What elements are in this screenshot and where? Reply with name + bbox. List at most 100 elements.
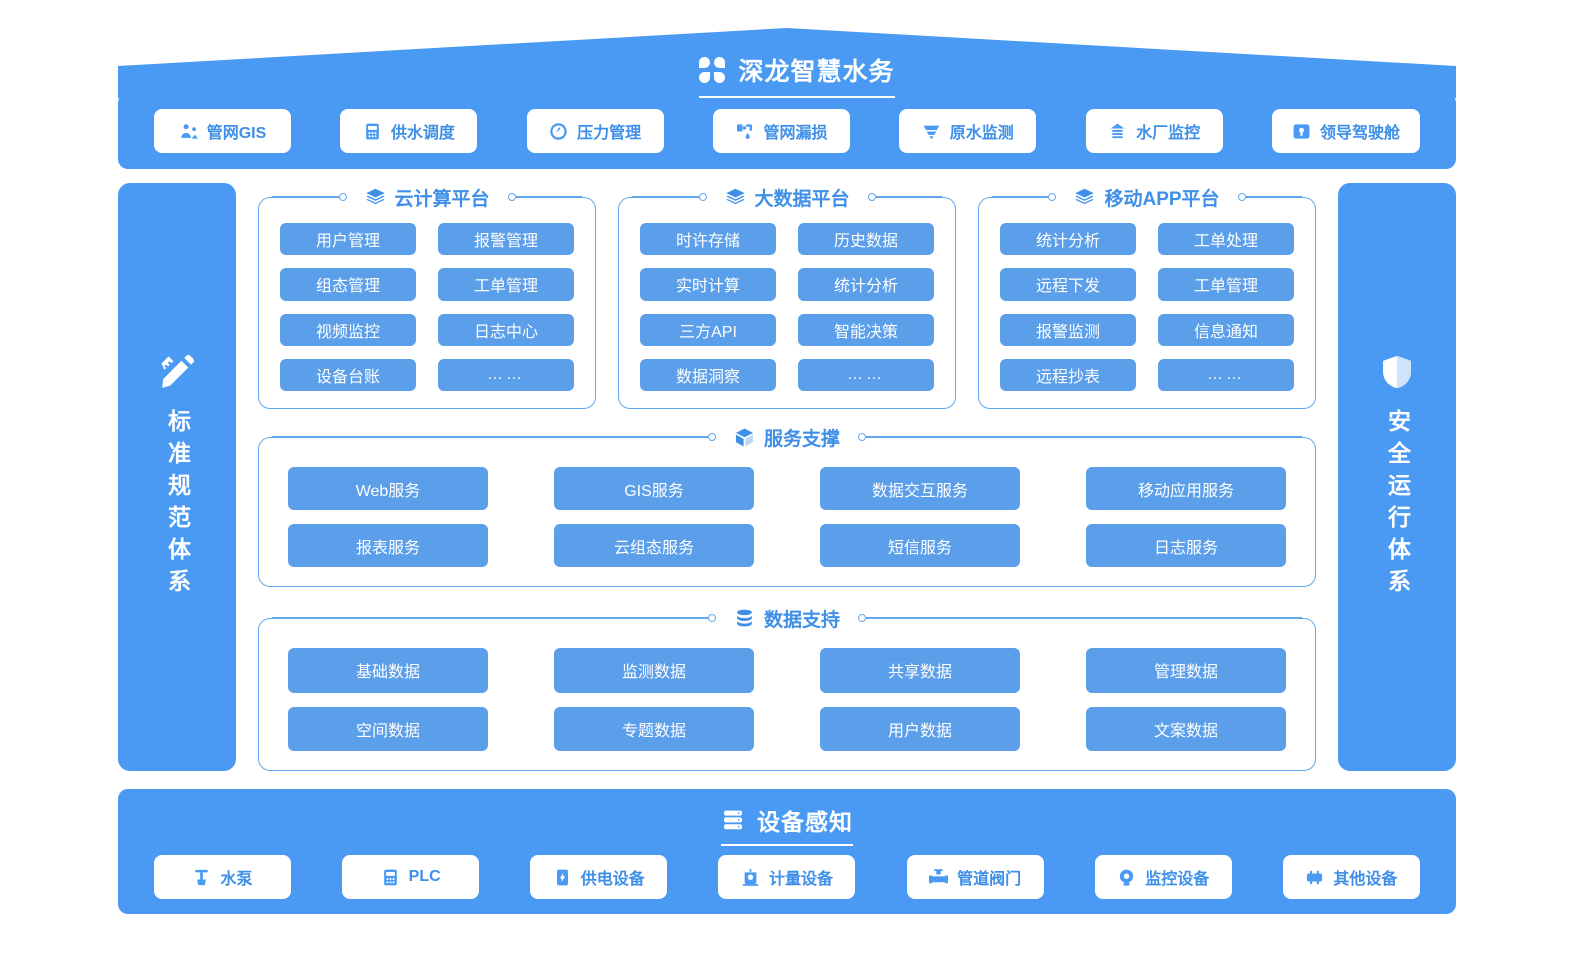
- tile[interactable]: 智能决策: [798, 313, 934, 346]
- device-item-plc[interactable]: PLC: [342, 855, 480, 899]
- center-stack: 云计算平台 用户管理 报警管理 组态管理 工单管理 视频监控 日志中心 设备台账…: [258, 183, 1316, 771]
- dashboard-screen-icon: [1292, 122, 1311, 141]
- tile[interactable]: 数据交互服务: [820, 467, 1020, 510]
- panel-header: 云计算平台: [258, 183, 596, 211]
- tile[interactable]: 移动应用服务: [1086, 467, 1286, 510]
- tile[interactable]: 日志服务: [1086, 524, 1286, 567]
- nav-label: 领导驾驶舱: [1319, 125, 1400, 142]
- tile[interactable]: 三方API: [640, 313, 776, 346]
- panel-bigdata-platform: 大数据平台 时许存储 历史数据 实时计算 统计分析 三方API 智能决策 数据洞…: [618, 183, 956, 409]
- device-item-guandao-famen[interactable]: 管道阀门: [906, 855, 1044, 899]
- tile[interactable]: 统计分析: [1000, 223, 1136, 256]
- water-wave-icon: [922, 122, 941, 141]
- tile[interactable]: 数据洞察: [640, 358, 776, 391]
- tile[interactable]: GIS服务: [554, 467, 754, 510]
- plant-icon: [1108, 122, 1127, 141]
- pipe-leak-icon: [735, 122, 754, 141]
- tile[interactable]: 远程抄表: [1000, 358, 1136, 391]
- connector-dot: [1237, 193, 1246, 201]
- tile[interactable]: 文案数据: [1086, 706, 1286, 751]
- connector-dot: [1048, 193, 1057, 201]
- tile[interactable]: 远程下发: [1000, 268, 1136, 301]
- left-pillar-label: 标准规范体系: [164, 409, 191, 601]
- device-item-qita-shebei[interactable]: 其他设备: [1282, 855, 1420, 899]
- connector-dot: [708, 433, 716, 441]
- tile[interactable]: 用户数据: [820, 706, 1020, 751]
- nav-item-guanwang-loush[interactable]: 管网漏损: [712, 109, 850, 153]
- connector-dot: [708, 614, 716, 622]
- power-supply-icon: [553, 868, 572, 887]
- tile[interactable]: 实时计算: [640, 268, 776, 301]
- tile[interactable]: 报警管理: [438, 223, 574, 256]
- connector-dot: [698, 193, 707, 201]
- panel-title: 云计算平台: [394, 188, 490, 210]
- tile[interactable]: 管理数据: [1086, 648, 1286, 693]
- device-label: 供电设备: [580, 871, 645, 888]
- panel-header: 服务支撑: [258, 423, 1316, 451]
- panel-title: 数据支持: [764, 609, 841, 631]
- device-item-jiankong-shebei[interactable]: 监控设备: [1094, 855, 1232, 899]
- tile[interactable]: 用户管理: [280, 223, 416, 256]
- layers-icon: [1074, 187, 1095, 208]
- nav-item-yali-guanli[interactable]: 压力管理: [526, 109, 664, 153]
- device-layer-band: 设备感知 水泵 PLC 供电设备 计量设备 管道阀门 监控设备: [118, 789, 1456, 914]
- generic-device-icon: [1305, 868, 1324, 887]
- nav-label: 管网GIS: [206, 125, 267, 142]
- tile-more[interactable]: ……: [798, 358, 934, 391]
- tile[interactable]: 共享数据: [820, 648, 1020, 693]
- tile[interactable]: 监测数据: [554, 648, 754, 693]
- tile[interactable]: 时许存储: [640, 223, 776, 256]
- gauge-icon: [549, 122, 568, 141]
- tile[interactable]: 视频监控: [280, 313, 416, 346]
- nav-item-yuanshui-jiance[interactable]: 原水监测: [899, 109, 1037, 153]
- device-item-jiliang-shebei[interactable]: 计量设备: [718, 855, 856, 899]
- tile[interactable]: Web服务: [288, 467, 488, 510]
- connector-dot: [858, 433, 867, 441]
- device-item-gongdian-shebei[interactable]: 供电设备: [530, 855, 668, 899]
- shield-icon: [1378, 353, 1416, 391]
- layers-icon: [365, 187, 386, 208]
- platform-row: 云计算平台 用户管理 报警管理 组态管理 工单管理 视频监控 日志中心 设备台账…: [258, 183, 1316, 409]
- tile[interactable]: 日志中心: [438, 313, 574, 346]
- tile[interactable]: 空间数据: [288, 706, 488, 751]
- tile[interactable]: 专题数据: [554, 706, 754, 751]
- tile[interactable]: 报表服务: [288, 524, 488, 567]
- tile[interactable]: 工单管理: [438, 268, 574, 301]
- tile[interactable]: 组态管理: [280, 268, 416, 301]
- nav-item-lingdao-jiashicang[interactable]: 领导驾驶舱: [1271, 109, 1420, 153]
- plc-controller-icon: [381, 868, 400, 887]
- tile[interactable]: 信息通知: [1158, 313, 1294, 346]
- tile[interactable]: 工单管理: [1158, 268, 1294, 301]
- tile[interactable]: 工单处理: [1158, 223, 1294, 256]
- tile[interactable]: 报警监测: [1000, 313, 1136, 346]
- panel-header: 大数据平台: [618, 183, 956, 211]
- tile-grid: Web服务 GIS服务 数据交互服务 移动应用服务 报表服务 云组态服务 短信服…: [288, 467, 1286, 567]
- nav-item-guanwang-gis[interactable]: 管网GIS: [154, 109, 291, 153]
- right-pillar-label: 安全运行体系: [1384, 409, 1411, 601]
- ruler-pencil-icon: [158, 353, 196, 391]
- tile[interactable]: 设备台账: [280, 358, 416, 391]
- device-layer-title: 设备感知: [757, 809, 853, 835]
- plc-controller-icon: [363, 122, 382, 141]
- panel-header: 数据支持: [258, 604, 1316, 632]
- tile-more[interactable]: ……: [1158, 358, 1294, 391]
- connector-dot: [507, 193, 516, 201]
- nav-item-shuichang-jiankong[interactable]: 水厂监控: [1085, 109, 1223, 153]
- right-pillar-security: 安全运行体系: [1338, 183, 1456, 771]
- panel-data-support: 数据支持 基础数据 监测数据 共享数据 管理数据 空间数据 专题数据 用户数据 …: [258, 604, 1316, 771]
- device-layer-title-block: 设备感知: [118, 803, 1456, 846]
- tile[interactable]: 统计分析: [798, 268, 934, 301]
- tile[interactable]: 基础数据: [288, 648, 488, 693]
- device-item-shuibeng[interactable]: 水泵: [154, 855, 291, 899]
- tile[interactable]: 云组态服务: [554, 524, 754, 567]
- application-nav-band: 管网GIS 供水调度 压力管理 管网漏损 原水监测 水厂监控 领导驾驶舱: [118, 93, 1456, 169]
- device-label: 水泵: [220, 871, 253, 888]
- nav-item-gongshui-diaodu[interactable]: 供水调度: [340, 109, 478, 153]
- tile-grid: 时许存储 历史数据 实时计算 统计分析 三方API 智能决策 数据洞察 ……: [640, 223, 934, 391]
- tile[interactable]: 历史数据: [798, 223, 934, 256]
- tile-more[interactable]: ……: [438, 358, 574, 391]
- tile[interactable]: 短信服务: [820, 524, 1020, 567]
- connector-dot: [338, 193, 347, 201]
- panel-cloud-platform: 云计算平台 用户管理 报警管理 组态管理 工单管理 视频监控 日志中心 设备台账…: [258, 183, 596, 409]
- tile-grid: 用户管理 报警管理 组态管理 工单管理 视频监控 日志中心 设备台账 ……: [280, 223, 574, 391]
